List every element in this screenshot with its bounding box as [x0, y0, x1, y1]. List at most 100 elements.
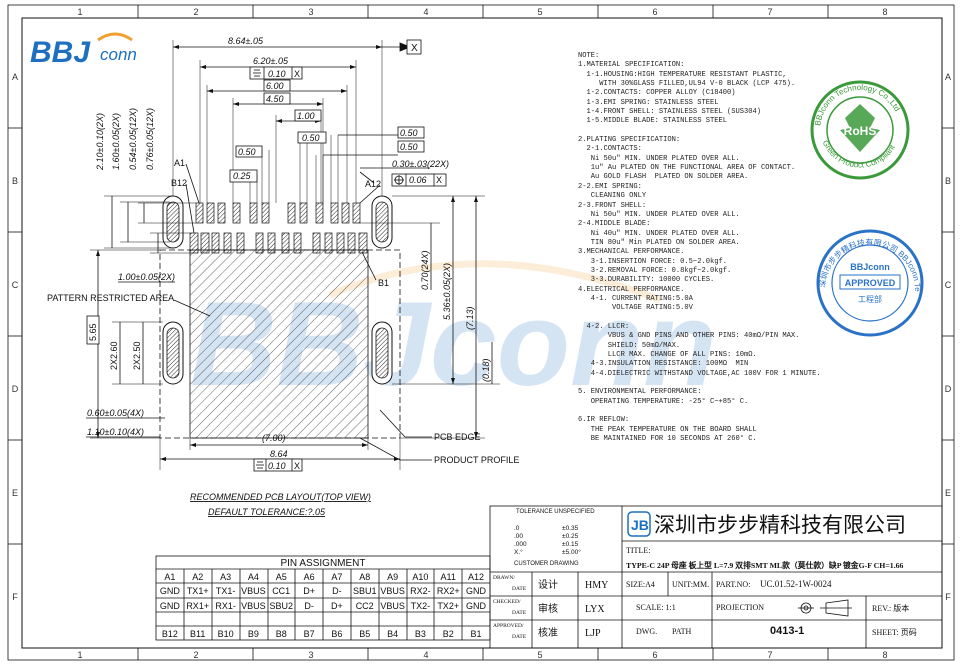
default-tolerance: DEFAULT TOLERANCE:?.05	[208, 507, 326, 517]
note-line: SHIELD: 50mΩ/MAX.	[578, 341, 681, 350]
note-line: WITH 30%GLASS FILLED,UL94 V-0 BLACK (LCP…	[578, 80, 796, 89]
tolerance-row: X.°±5.00°	[514, 549, 614, 557]
dim-v-713: (7.13)	[465, 306, 475, 330]
bbjconn-logo: BBJ conn	[30, 32, 137, 69]
tolerance-key: .00	[514, 533, 524, 540]
note-line: Au GOLD FLASH PLATED ON SOLDER AREA.	[578, 173, 749, 182]
label-a12: A12	[365, 179, 381, 189]
pin-signal-top: D+	[303, 586, 315, 596]
dim-0-25: 0.25	[233, 171, 252, 181]
dim-bottom-tol-x: X	[294, 461, 300, 471]
row-label: C	[945, 280, 952, 290]
note-line: BE MAINTAINED FOR 10 SECONDS AT 260° C.	[578, 435, 757, 444]
note-line: 2.PLATING SPECIFICATION:	[578, 136, 681, 145]
dim-v-054: 0.54±0.05(12X)	[128, 108, 138, 170]
pin-id-top: A12	[468, 572, 484, 582]
pin-signal-bottom: TX2+	[437, 601, 459, 611]
note-line	[578, 407, 878, 416]
pin-id-bottom: B9	[248, 629, 259, 639]
pin-signal-bottom: CC2	[356, 601, 374, 611]
svg-text:BBJ: BBJ	[30, 36, 91, 69]
dim-0-50-d: 0.50	[400, 142, 418, 152]
note-line: 2-4.MIDDLE BLADE:	[578, 220, 651, 229]
note-line: Ni 50u" MIN. UNDER PLATED OVER ALL.	[578, 210, 740, 219]
part-no: UC.01.52-1W-0024	[760, 579, 832, 589]
note-line: THE PEAK TEMPERATURE ON THE BOARD SHALL	[578, 425, 757, 434]
pin-id-top: A3	[220, 572, 231, 582]
dim-6-00: 6.00	[266, 81, 284, 91]
col-label: 5	[537, 7, 542, 17]
svg-text:BBJconn: BBJconn	[850, 262, 890, 272]
pin-id-top: A6	[304, 572, 315, 582]
jb-logo-icon: JB	[627, 511, 651, 537]
note-line: 4-3.INSULATION RESISTANCE: 100MΩ MIN	[578, 360, 749, 369]
pin-id-bottom: B2	[443, 629, 454, 639]
note-line	[578, 314, 878, 323]
col-label: 6	[652, 7, 657, 17]
pin-id-bottom: B11	[190, 629, 205, 639]
note-line: 1-2.CONTACTS: COPPER ALLOY (C18400)	[578, 89, 736, 98]
pin-signal-bottom: VBUS	[241, 601, 266, 611]
path-label: PATH	[672, 627, 692, 636]
pin-id-bottom: B10	[218, 629, 234, 639]
col-label: 5	[537, 650, 542, 660]
svg-text:JB: JB	[631, 517, 649, 533]
note-line: 1-5.MIDDLE BLADE: STAINLESS STEEL	[578, 117, 728, 126]
title-label: TITLE:	[626, 546, 651, 555]
row-label: B	[12, 176, 18, 186]
pin-id-top: A2	[192, 572, 203, 582]
note-line: 3-1.INSERTION FORCE: 0.5~2.0kgf.	[578, 257, 727, 266]
pin-id-bottom: B1	[470, 629, 481, 639]
pin-signal-bottom: D+	[331, 601, 343, 611]
dim-v-076: 0.76±0.05(12X)	[145, 108, 155, 170]
pin-signal-bottom: D-	[304, 601, 314, 611]
dim-v-2x260: 2X2.60	[109, 341, 119, 370]
row-label: D	[12, 384, 19, 394]
scale-field: SCALE: 1:1	[636, 603, 676, 612]
datum-x: X	[411, 43, 418, 54]
tolerance-value: ±0.25	[562, 533, 579, 540]
note-line: 2-1.CONTACTS:	[578, 145, 642, 154]
pin-signal-bottom: GND	[160, 601, 181, 611]
dim-v-210: 2.10±0.10(2X)	[95, 113, 105, 171]
col-label: 7	[767, 650, 772, 660]
pattern-restricted-area	[189, 249, 369, 439]
pin-signal-bottom: TX2-	[411, 601, 431, 611]
notes-block: NOTE:1.MATERIAL SPECIFICATION: 1-1.HOUSI…	[578, 52, 878, 444]
outer-frame	[7, 4, 955, 661]
pin-id-top: A8	[359, 572, 370, 582]
pin-signal-top: VBUS	[380, 586, 405, 596]
dim-7-00: (7.00)	[262, 433, 286, 443]
note-line: 1-1.HOUSING:HIGH TEMPERATURE RESISTANT P…	[578, 70, 787, 79]
checked-label: CHECKED/	[493, 599, 521, 605]
drawn-date-label: DATE	[512, 586, 527, 592]
dim-0-50-b: 0.50	[238, 147, 256, 157]
dim-v-2x250: 2X2.50	[132, 341, 142, 370]
approved-date-label: DATE	[512, 634, 527, 640]
note-line: 4-4.DIELECTRIC WITHSTAND VOLTAGE,AC 100V…	[578, 369, 821, 378]
row-label: A	[12, 72, 18, 82]
pin-signal-top: GND	[466, 586, 487, 596]
note-line: 1-3.EMI SPRING: STAINLESS STEEL	[578, 98, 719, 107]
pin-id-bottom: B6	[331, 629, 342, 639]
pin-signal-top: VBUS	[241, 586, 266, 596]
designer: HMY	[585, 580, 609, 591]
reviewer: LYX	[585, 604, 605, 615]
approved-label: APPROVED/	[493, 623, 524, 629]
row-label: E	[945, 488, 951, 498]
note-line: 4-2. LLCR:	[578, 322, 630, 331]
col-label: 2	[193, 7, 198, 17]
dim-0-50-c: 0.50	[400, 128, 418, 138]
note-line: LLCR MAX. CHANGE OF ALL PINS: 10mΩ.	[578, 351, 757, 359]
pin-id-top: A11	[441, 572, 456, 582]
pin-id-top: A1	[164, 572, 175, 582]
row-label: F	[12, 592, 18, 602]
note-line: CLEANING ONLY	[578, 192, 647, 201]
row-label: E	[12, 488, 18, 498]
label-a1: A1	[174, 158, 185, 168]
dim-1-00: 1.00	[297, 111, 315, 121]
pin-signal-top: RX2-	[410, 586, 431, 596]
tolerance-title: TOLERANCE UNSPECIFIED	[516, 509, 595, 515]
note-line: 4-1. CURRENT RATING:5.0A	[578, 294, 693, 303]
projection-label: PROJECTION	[716, 603, 765, 612]
